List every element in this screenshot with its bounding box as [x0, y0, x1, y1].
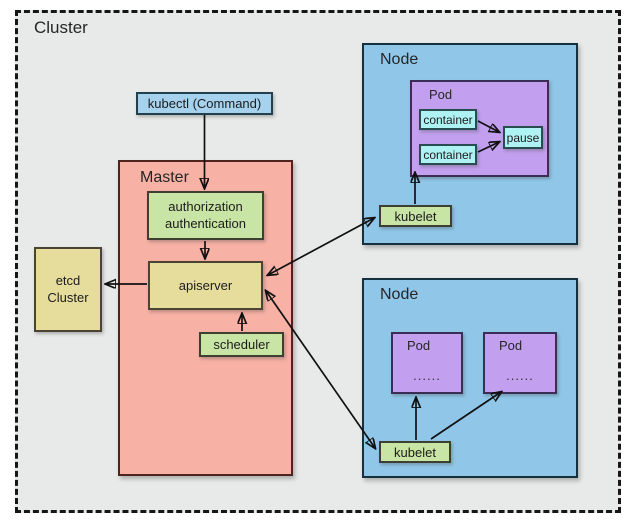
node2-pod1-label: Pod — [407, 338, 431, 353]
pause-box: pause — [503, 126, 543, 149]
authorization-label: authorization — [168, 199, 243, 215]
node1-label: Node — [380, 51, 419, 68]
etcd-label-line2: Cluster — [47, 289, 89, 305]
cluster-label: Cluster — [34, 18, 88, 37]
apiserver-box: apiserver — [148, 261, 263, 310]
authorization-authentication-box: authorization authentication — [147, 191, 264, 240]
node2-pod2-box: Pod ...... — [483, 332, 557, 394]
node1-kubelet-box: kubelet — [379, 205, 452, 227]
authentication-label: authentication — [165, 215, 246, 231]
scheduler-label: scheduler — [213, 337, 270, 352]
node2-pod2-label: Pod — [499, 338, 523, 353]
node2-kubelet-label: kubelet — [394, 444, 436, 460]
etcd-cluster-box: etcd Cluster — [34, 247, 102, 332]
node2-pod1-dots: ...... — [413, 368, 441, 383]
kubectl-label: kubectl (Command) — [147, 96, 262, 111]
scheduler-box: scheduler — [199, 332, 284, 357]
node2-kubelet-box: kubelet — [379, 441, 451, 463]
node1-kubelet-label: kubelet — [394, 208, 437, 224]
master-label: Master — [140, 169, 189, 186]
container1-label: container — [423, 112, 473, 127]
node2-pod2-dots: ...... — [506, 368, 534, 383]
container2-label: container — [423, 147, 473, 162]
apiserver-label: apiserver — [178, 278, 233, 293]
kubectl-command-box: kubectl (Command) — [136, 92, 273, 115]
node2-label: Node — [380, 286, 419, 303]
container1-box: container — [419, 109, 477, 130]
etcd-label-line1: etcd — [55, 273, 81, 289]
node2-pod1-box: Pod ...... — [391, 332, 463, 394]
pause-label: pause — [506, 130, 540, 145]
container2-box: container — [419, 144, 477, 165]
node1-pod-label: Pod — [429, 87, 453, 102]
